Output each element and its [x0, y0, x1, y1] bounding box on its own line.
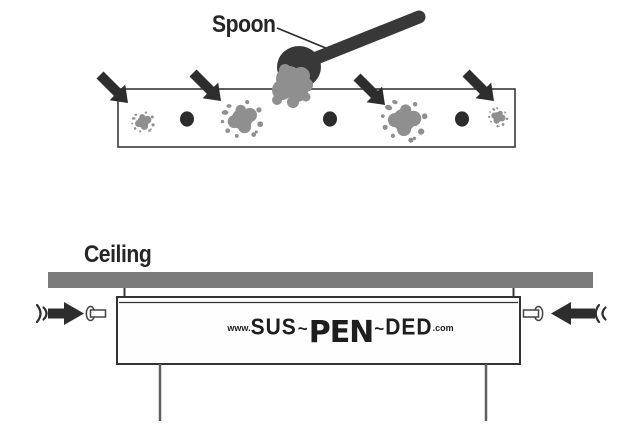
- brand-logo: www. SUS ~ PEN ~ DED .com: [227, 306, 453, 350]
- ceiling-label: Ceiling: [84, 241, 152, 268]
- screw-icon-left: [85, 305, 107, 322]
- motion-lines-left-icon: [35, 303, 48, 324]
- push-arrow-right-icon: [48, 302, 84, 325]
- top-diagram: [96, 10, 516, 148]
- logo-www: www.: [227, 323, 251, 333]
- push-arrow-left-icon: [551, 302, 595, 325]
- motion-lines-right-icon: [594, 303, 607, 324]
- down-arrow-icon: [96, 71, 128, 103]
- ceiling-slab: [48, 272, 593, 288]
- spoon-label: Spoon: [212, 11, 276, 38]
- spoon-leader-line: [276, 27, 334, 52]
- logo-com: .com: [432, 323, 454, 333]
- panel-holes: [180, 111, 469, 127]
- logo-dash-2: ~: [374, 319, 385, 338]
- logo-pen: PEN: [308, 315, 375, 350]
- screw-icon-right: [522, 305, 544, 322]
- logo-ded: DED: [385, 315, 433, 340]
- adhesive-blob: [272, 64, 313, 108]
- mounting-hole: [455, 111, 469, 127]
- suspended-fixture-box: [116, 296, 521, 365]
- bottom-diagram: [35, 272, 607, 421]
- logo-sus: SUS: [250, 315, 297, 340]
- mounting-hole: [180, 111, 194, 127]
- mounting-hole: [323, 111, 337, 127]
- logo-dash-1: ~: [297, 319, 308, 338]
- hanger-wires: [158, 364, 488, 421]
